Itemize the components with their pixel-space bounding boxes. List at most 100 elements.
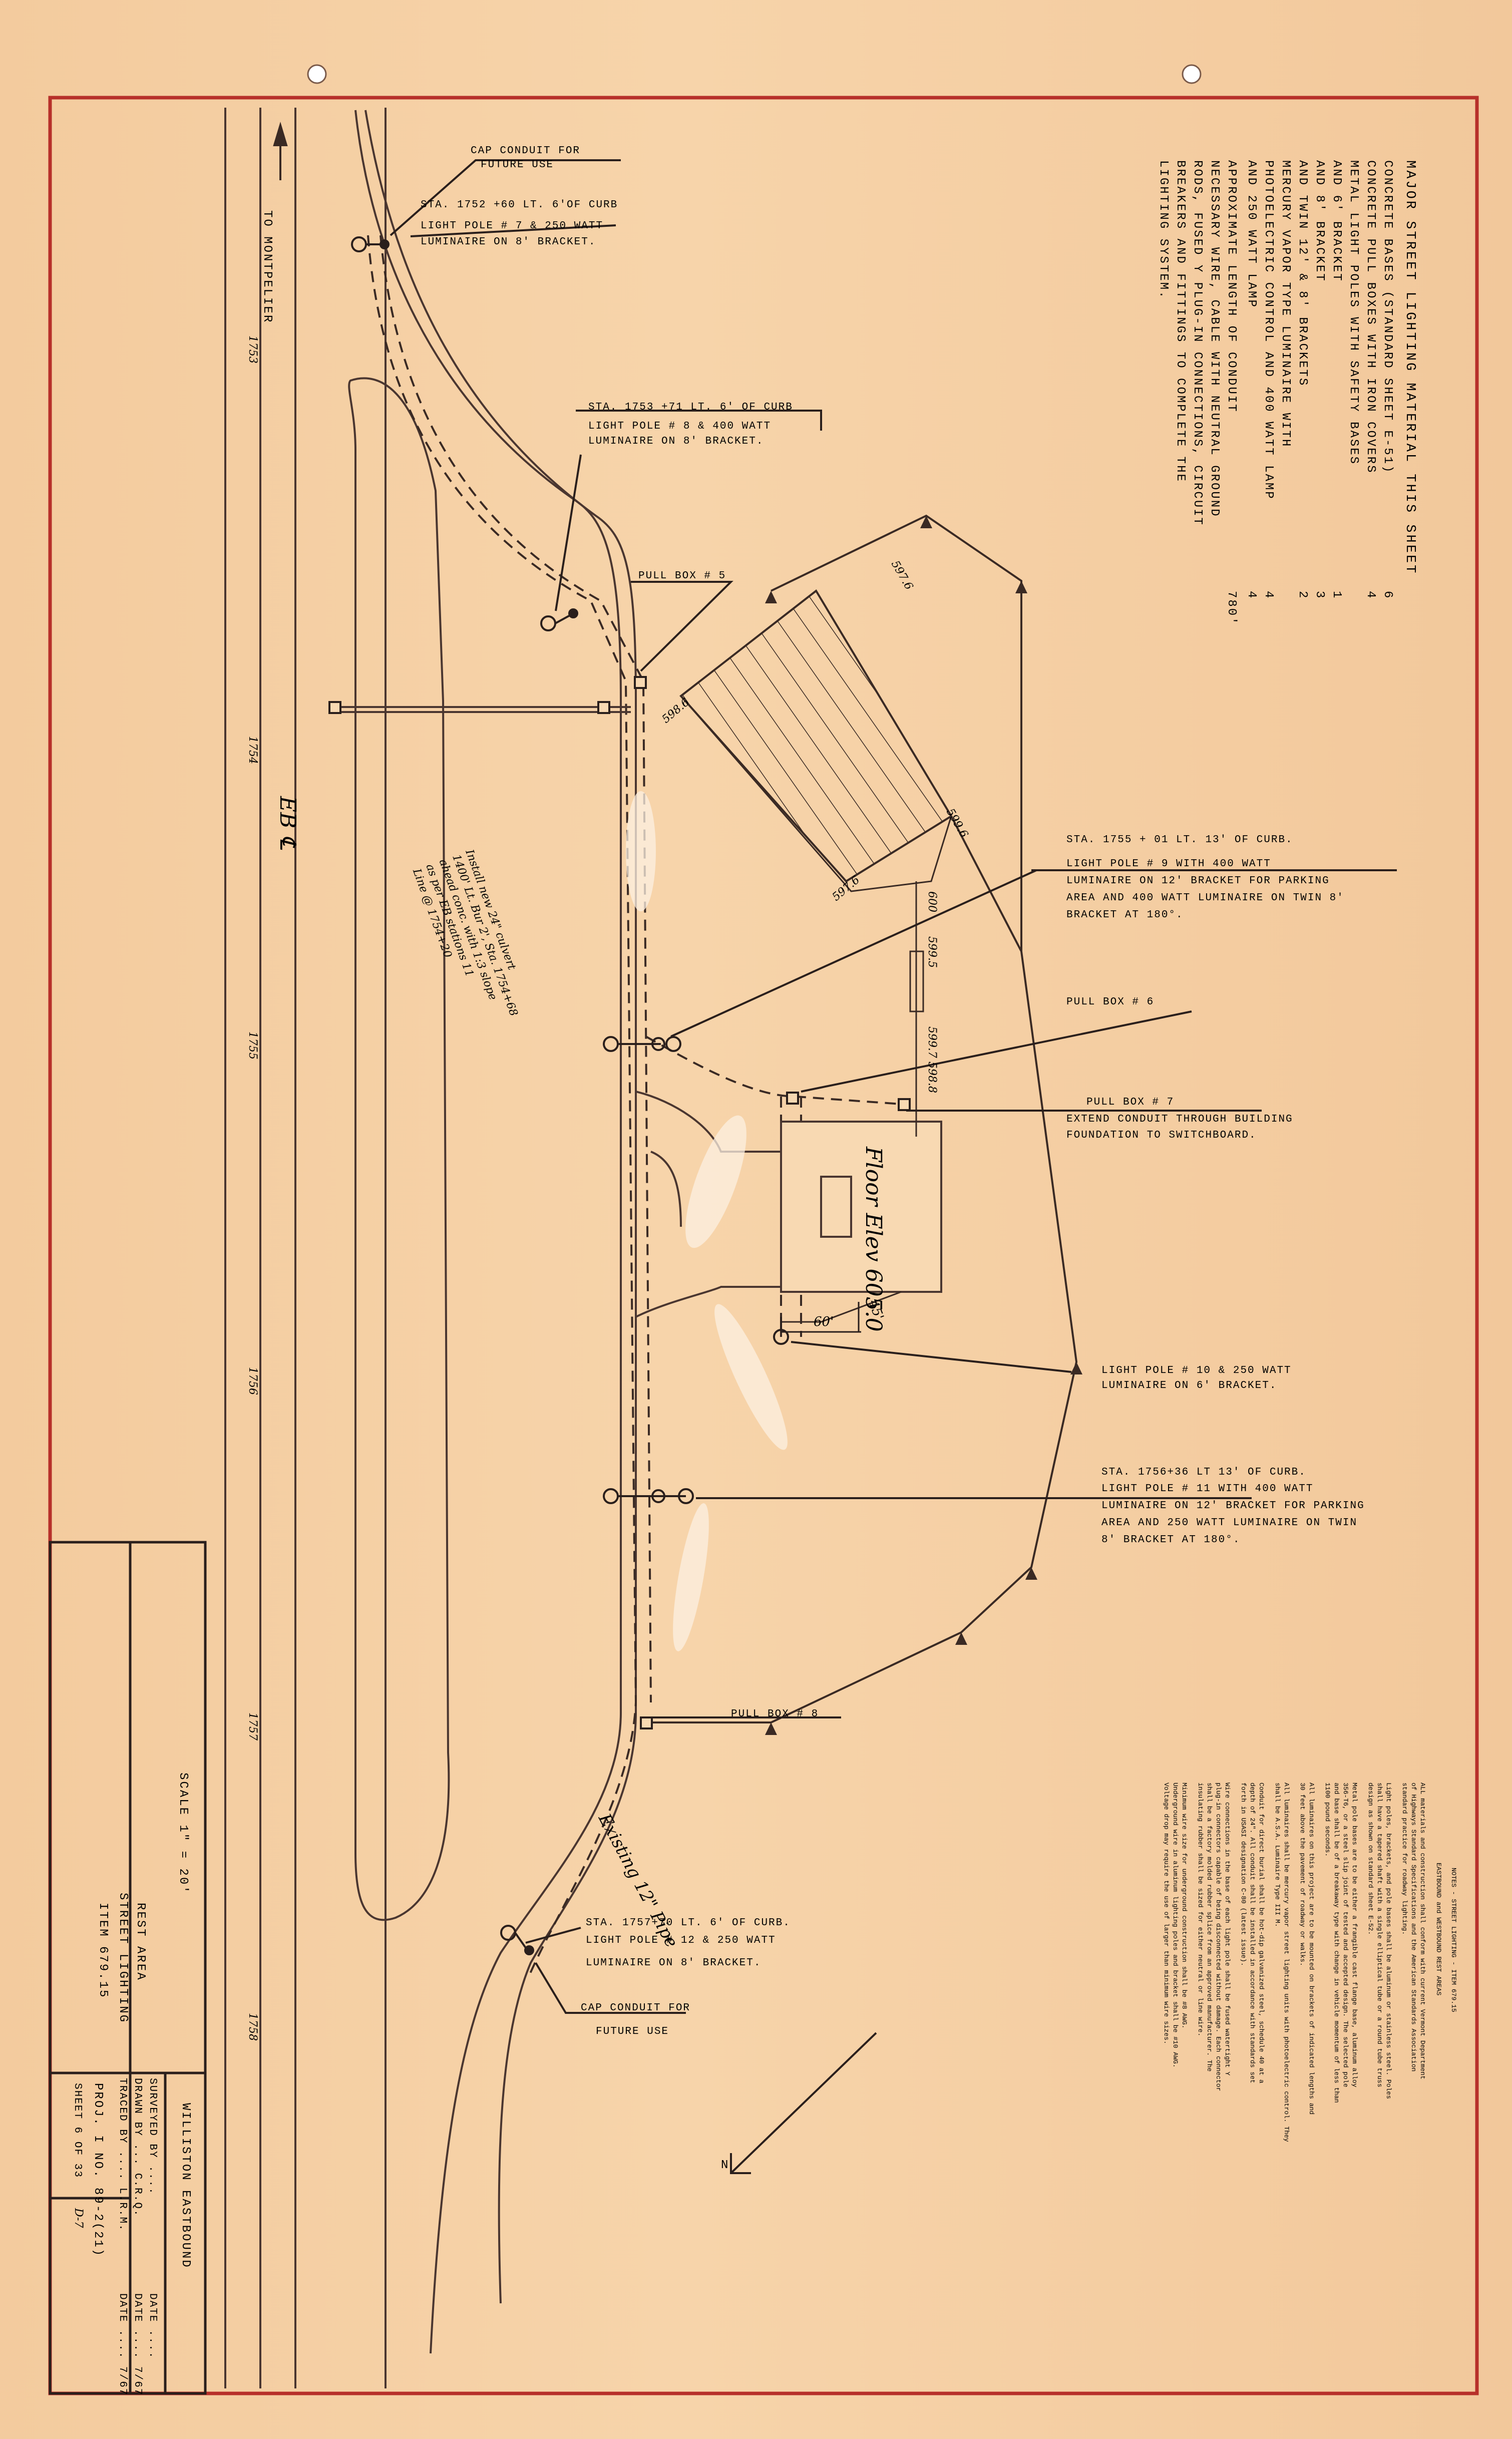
pole9-line4: BRACKET AT 180°. bbox=[1066, 909, 1184, 921]
light-pole-9 bbox=[603, 1036, 681, 1052]
conduit-run bbox=[367, 235, 637, 1978]
elev-f: 600 bbox=[926, 891, 938, 912]
material-qty-2: 4 bbox=[1364, 591, 1377, 599]
pole8-line1: LIGHT POLE # 8 & 400 WATT bbox=[588, 421, 771, 432]
pullbox6-label: PULL BOX # 6 bbox=[1066, 996, 1154, 1008]
station-1753: 1753 bbox=[246, 335, 259, 364]
title-block-frame bbox=[49, 1541, 207, 2395]
note-line: depth of 24". All conduit shall be insta… bbox=[1249, 1783, 1256, 2083]
punch-hole bbox=[1182, 64, 1202, 84]
sheet-number: SHEET 6 OF 33 bbox=[72, 2083, 83, 2178]
leader-lines bbox=[390, 159, 1397, 2014]
titleblock-line1: REST AREA bbox=[134, 1903, 147, 1981]
station-1755: 1755 bbox=[246, 1031, 259, 1060]
drawn-by: DRAWN BY ... C.R.Q. bbox=[132, 2078, 143, 2217]
titleblock-line2: STREET LIGHTING bbox=[116, 1893, 130, 2023]
existing-pipe-label: Existing 12" Pipe bbox=[594, 1810, 682, 1951]
light-pole-7 bbox=[351, 236, 390, 252]
note-line: Conduit for direct burial shall be hot-d… bbox=[1258, 1783, 1265, 2083]
corner-code: D-7 bbox=[72, 2208, 85, 2228]
station-1757: 1757 bbox=[246, 1712, 259, 1740]
rest-area-building bbox=[780, 1121, 942, 1293]
pullbox7-label: PULL BOX # 7 bbox=[1086, 1097, 1174, 1108]
note-line: of Highways Standard Specifications and … bbox=[1410, 1783, 1417, 2071]
note-line: ALL materials and construction shall con… bbox=[1419, 1783, 1426, 2079]
material-item-7: AND 250 WATT LAMP bbox=[1245, 160, 1258, 308]
elev-c: 598.6 bbox=[660, 696, 692, 726]
note-line: 30 feet above the pavement of roadway or… bbox=[1299, 1783, 1306, 1966]
dim-60: 60' bbox=[814, 1314, 834, 1329]
cap-top-sub: FUTURE USE bbox=[481, 159, 554, 171]
drainage-structure bbox=[909, 950, 924, 1012]
note-line: All luminaires shall be mercury vapor st… bbox=[1283, 1783, 1290, 2142]
material-qty-1: 6 bbox=[1381, 591, 1394, 599]
note-line: All luminaires on this project are to be… bbox=[1308, 1783, 1315, 2115]
pole9-line3: AREA AND 400 WATT LUMINAIRE ON TWIN 8' bbox=[1066, 892, 1344, 904]
pole9-line1: LIGHT POLE # 9 WITH 400 WATT bbox=[1066, 858, 1271, 870]
notes-subtitle: EASTBOUND and WESTBOUND REST AREAS bbox=[1435, 1863, 1442, 1995]
project-name: WILLISTON EASTBOUND bbox=[179, 2103, 192, 2269]
pole11-line2: LUMINAIRE ON 12' BRACKET FOR PARKING bbox=[1101, 1500, 1365, 1512]
material-qty-8: 780' bbox=[1225, 591, 1238, 626]
punch-hole bbox=[307, 64, 327, 84]
note-line: standard practice for roadway lighting. bbox=[1401, 1783, 1408, 1935]
pullbox7-line2: FOUNDATION TO SWITCHBOARD. bbox=[1066, 1130, 1257, 1141]
material-item-8: APPROXIMATE LENGTH OF CONDUIT bbox=[1225, 160, 1238, 413]
material-item-9d: LIGHTING SYSTEM. bbox=[1157, 160, 1170, 299]
pole7-station: STA. 1752 +60 LT. 6'OF CURB bbox=[421, 199, 618, 211]
material-qty-4: 3 bbox=[1313, 591, 1326, 599]
floor-elevation: Floor Elev 605.0 bbox=[861, 1146, 886, 1332]
grading-limit-2 bbox=[781, 1291, 902, 1323]
dimensions bbox=[781, 1302, 861, 1333]
grading-markers bbox=[765, 516, 1082, 1735]
date-surveyed: DATE .... bbox=[147, 2293, 158, 2359]
material-list: MAJOR STREET LIGHTING MATERIAL THIS SHEE… bbox=[1157, 160, 1417, 626]
project-number: PROJ. I NO. 89-2(21) bbox=[91, 2083, 105, 2257]
note-line: and base shall be of a breakaway type wi… bbox=[1333, 1783, 1340, 2103]
note-line: Wire connections in the base of each lig… bbox=[1224, 1783, 1231, 2075]
date-drawn: DATE .... 7/67 bbox=[132, 2293, 143, 2395]
scale-label: SCALE 1" = 20' bbox=[176, 1773, 190, 1895]
date-traced: DATE .... 7/67 bbox=[117, 2293, 128, 2395]
pole7-line2: LUMINAIRE ON 8' BRACKET. bbox=[421, 236, 596, 248]
material-item-9c: BREAKERS AND FITTINGS TO COMPLETE THE bbox=[1174, 160, 1187, 483]
pullbox7-line1: EXTEND CONDUIT THROUGH BUILDING bbox=[1066, 1114, 1293, 1125]
note-line: Metal pole bases are to be either a fran… bbox=[1351, 1783, 1358, 2087]
light-pole-12 bbox=[500, 1925, 534, 1955]
material-qty-5: 2 bbox=[1296, 591, 1309, 599]
note-line: shall be a factory molded rubber splice … bbox=[1206, 1783, 1213, 2071]
material-qty-6: 4 bbox=[1262, 591, 1275, 599]
note-line: plug-in connectors capable of being disc… bbox=[1215, 1783, 1222, 2091]
grading-limit bbox=[651, 951, 1078, 1723]
material-qty-3: 1 bbox=[1330, 591, 1343, 599]
pole10-line2: LUMINAIRE ON 6' BRACKET. bbox=[1101, 1380, 1277, 1391]
material-item-6: MERCURY VAPOR TYPE LUMINAIRE WITH bbox=[1279, 160, 1292, 448]
conduit-run-2 bbox=[380, 235, 652, 1703]
elev-h: 598.8 bbox=[926, 1062, 938, 1093]
pullbox8-label: PULL BOX # 8 bbox=[731, 1708, 819, 1720]
cap-bottom-label: CAP CONDUIT FOR bbox=[581, 2002, 690, 2014]
pole8-line2: LUMINAIRE ON 8' BRACKET. bbox=[588, 436, 764, 447]
general-notes: NOTES - STREET LIGHTING - ITEM 679.15 EA… bbox=[1163, 1783, 1457, 2142]
direction-label: TO MONTPELIER bbox=[260, 210, 274, 323]
material-item-5: AND TWIN 12' & 8' BRACKETS bbox=[1296, 160, 1309, 387]
erasure-marks bbox=[626, 791, 788, 1651]
eastbound-roadway bbox=[224, 108, 387, 2388]
pull-boxes bbox=[328, 676, 911, 1729]
elev-d: 599.6 bbox=[944, 807, 970, 840]
note-line: 356-T6, or a steel slip joint of tested … bbox=[1342, 1783, 1349, 2087]
material-item-3b: AND 6' BRACKET bbox=[1330, 160, 1343, 282]
pole11-line3: AREA AND 250 WATT LUMINAIRE ON TWIN bbox=[1101, 1517, 1357, 1529]
titleblock-line3: ITEM 679.15 bbox=[96, 1903, 110, 1998]
station-1756: 1756 bbox=[246, 1367, 259, 1395]
pole7-line1: LIGHT POLE # 7 & 250 WATT bbox=[421, 220, 603, 232]
material-item-9a: NECESSARY WIRE, CABLE WITH NEUTRAL GROUN… bbox=[1208, 160, 1221, 518]
pole11-station: STA. 1756+36 LT 13' OF CURB. bbox=[1101, 1467, 1306, 1478]
entrance-ramp bbox=[354, 110, 622, 1712]
note-line: shall have a tapered shaft with a single… bbox=[1376, 1783, 1383, 2087]
exit-ramp bbox=[430, 1712, 622, 2354]
traced-by: TRACED BY .... L.R.M. bbox=[117, 2078, 128, 2232]
surveyed-by: SURVEYED BY .... bbox=[147, 2078, 158, 2195]
pole12-line1: LIGHT POLE # 12 & 250 WATT bbox=[586, 1935, 776, 1946]
